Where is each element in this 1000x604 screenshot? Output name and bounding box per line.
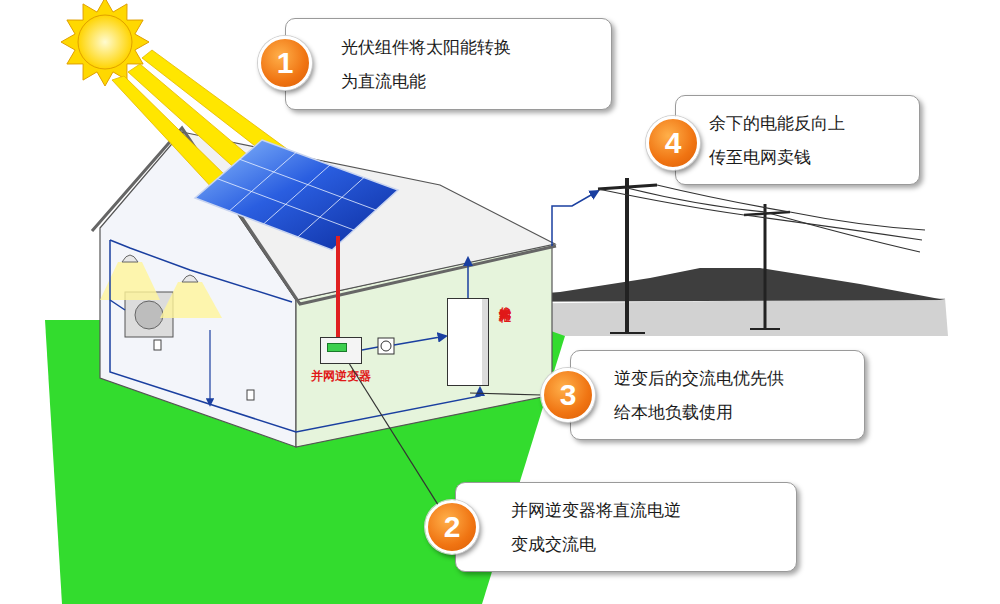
callout-number: 1 xyxy=(258,36,312,90)
device-label: 并网逆变器 xyxy=(311,368,371,385)
ac-wire xyxy=(394,336,446,345)
callout-box: 余下的电能反向上 传至电网卖钱 xyxy=(675,95,920,185)
panel-grid-line xyxy=(264,165,331,224)
leader-line xyxy=(349,364,437,504)
meter-dial xyxy=(381,341,391,351)
lamp-light xyxy=(160,282,222,318)
callout-text: 余下的电能反向上 传至电网卖钱 xyxy=(709,106,855,174)
callout-text: 并网逆变器将直流电逆 变成交流电 xyxy=(511,493,691,561)
inverter-box: 并网逆变器 xyxy=(320,337,362,364)
grid-wire xyxy=(552,191,598,246)
panel-grid-line xyxy=(298,178,364,238)
sun xyxy=(78,15,132,69)
panel-grid-line xyxy=(229,153,296,212)
socket xyxy=(154,340,161,350)
house-wire xyxy=(110,300,125,310)
callout-text: 逆变后的交流电优先供 给本地负载使用 xyxy=(614,361,794,429)
power-line xyxy=(657,185,925,230)
callout-number: 4 xyxy=(646,116,700,170)
callout-text: 光伏组件将太阳能转换 为直流电能 xyxy=(341,30,521,98)
panel-grid xyxy=(217,153,376,238)
leader-line xyxy=(470,393,542,395)
callout-number: 2 xyxy=(425,500,479,554)
washing-machine-door xyxy=(135,301,163,329)
lamp xyxy=(182,275,198,282)
callout-number-text: 2 xyxy=(444,510,461,544)
ac-wire xyxy=(467,258,469,298)
panel-grid-line xyxy=(240,159,376,210)
socket xyxy=(247,390,254,400)
power-line xyxy=(598,189,922,240)
callout-number: 3 xyxy=(541,368,595,422)
inverter-display xyxy=(327,343,347,352)
callout-box: 逆变后的交流电优先供 给本地负载使用 xyxy=(570,350,865,440)
power-line xyxy=(627,188,920,252)
roof-edge xyxy=(92,128,556,304)
house-wire xyxy=(209,330,210,405)
panel-grid-line xyxy=(217,179,354,230)
callout-number-text: 4 xyxy=(665,126,682,160)
lamp-light xyxy=(100,262,160,300)
utility-pole xyxy=(625,178,629,334)
utility-pole xyxy=(764,204,767,330)
lamp xyxy=(122,255,138,262)
pole-base xyxy=(610,332,645,334)
device-label: 光伏并网柜 xyxy=(496,297,513,302)
solar-panel xyxy=(195,140,398,250)
callout-box: 光伏组件将太阳能转换 为直流电能 xyxy=(285,18,612,110)
cabinet-box: 光伏并网柜 xyxy=(447,298,489,386)
ac-wire xyxy=(362,347,378,350)
callout-number-text: 1 xyxy=(277,46,294,80)
pole-base xyxy=(750,328,780,330)
meter xyxy=(378,338,394,354)
callout-box: 并网逆变器将直流电逆 变成交流电 xyxy=(455,482,797,572)
dc-wire xyxy=(336,236,340,340)
callout-number-text: 3 xyxy=(560,378,577,412)
